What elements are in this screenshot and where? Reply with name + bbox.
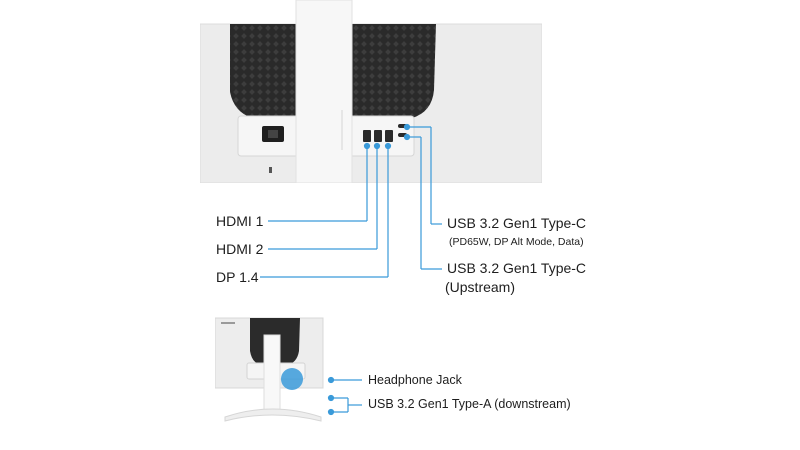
headphone-jack-label: Headphone Jack (368, 373, 462, 387)
monitor-rear-view (200, 0, 542, 183)
dp-label: DP 1.4 (216, 269, 259, 285)
usbc-pd-detail: (PD65W, DP Alt Mode, Data) (449, 236, 584, 248)
monitor-small-rear-view (215, 313, 327, 423)
usbc-upstream-detail: (Upstream) (445, 279, 516, 295)
hdmi2-label: HDMI 2 (216, 241, 264, 257)
hdmi1-label: HDMI 1 (216, 213, 264, 229)
usbc-pd-label: USB 3.2 Gen1 Type-C (447, 215, 587, 231)
usba-label: USB 3.2 Gen1 Type-A (downstream) (368, 397, 571, 411)
usbc-upstream-label: USB 3.2 Gen1 Type-C (447, 260, 587, 276)
